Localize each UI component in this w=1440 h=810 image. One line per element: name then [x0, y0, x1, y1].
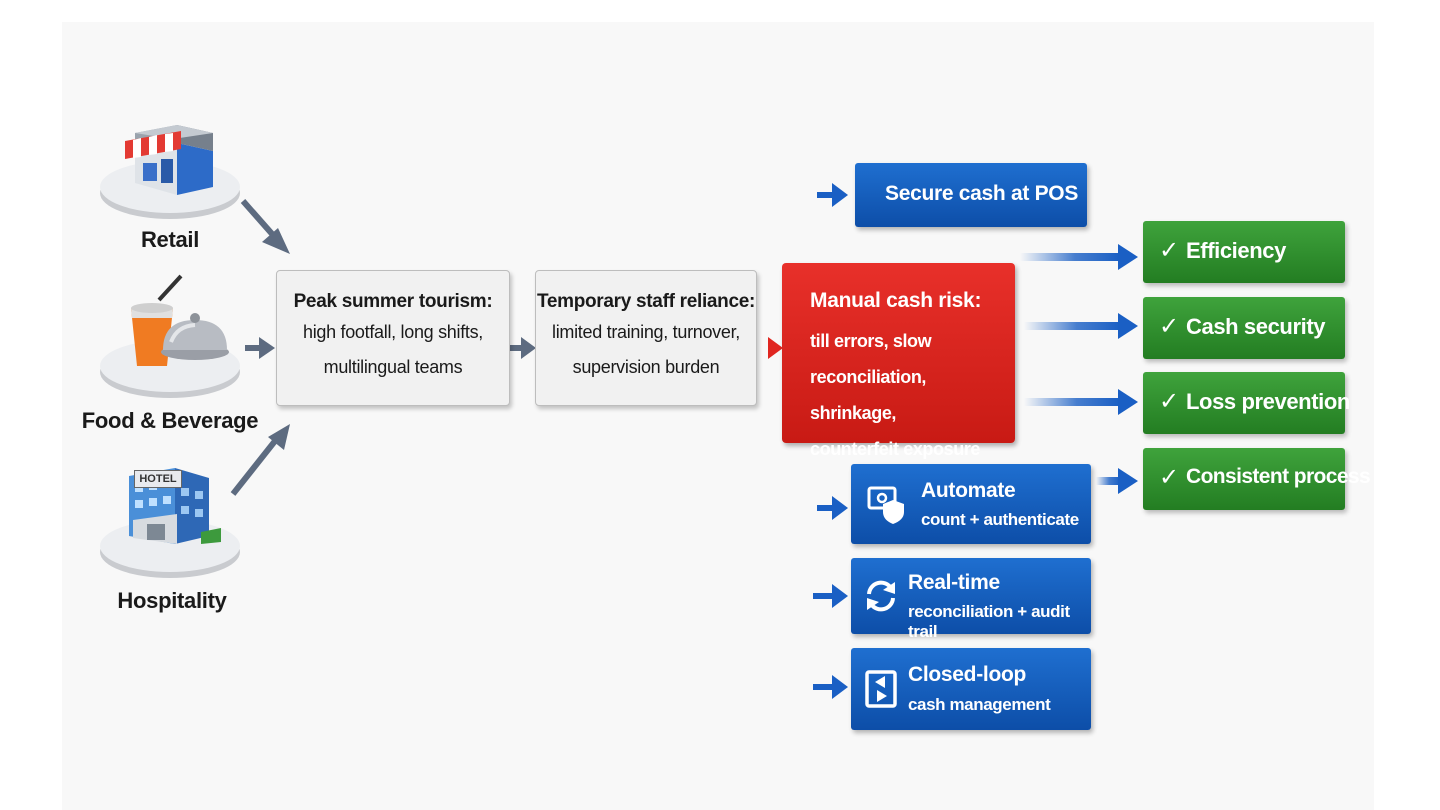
outcome-efficiency: ✓ Efficiency	[1143, 221, 1345, 283]
driver-line: high footfall, long shifts,	[302, 322, 483, 342]
driver-line: limited training, turnover,	[552, 322, 740, 342]
driver-title: Temporary staff reliance:	[536, 291, 756, 312]
risk-box: Manual cash risk: till errors, slow reco…	[782, 263, 1015, 459]
sector-label-hospitality: Hospitality	[117, 588, 227, 613]
sector-label-retail: Retail	[140, 227, 200, 252]
solution-subtitle: count + authenticate	[921, 510, 1079, 529]
outcome-label: Loss prevention	[1186, 389, 1350, 414]
solution-box-closed-loop: Closed-loop cash management	[851, 648, 1091, 730]
risk-detail: till errors, slow reconciliation, shrink…	[810, 331, 981, 459]
solution-subtitle: cash management	[908, 695, 1051, 714]
risk-title: Manual cash risk:	[810, 289, 982, 312]
hotel-icon	[100, 468, 240, 578]
solution-title: Automate	[921, 479, 1016, 502]
driver-box-staff: Temporary staff reliance: limited traini…	[535, 270, 757, 406]
driver-line: supervision burden	[572, 357, 720, 377]
hotel-sign: HOTEL	[134, 470, 182, 488]
store-icon	[100, 125, 240, 219]
sync-icon	[867, 580, 895, 612]
solution-box-secure: Secure cash at POS	[855, 163, 1087, 227]
outcome-label: Cash security	[1186, 314, 1326, 339]
outcome-consistent-process: ✓ Consistent process	[1143, 448, 1371, 510]
loop-icon	[865, 670, 897, 708]
food-beverage-icon	[100, 274, 240, 398]
solution-box-automate: Automate count + authenticate	[851, 464, 1091, 544]
outcome-cash-security: ✓ Cash security	[1143, 297, 1345, 359]
outcome-label: Efficiency	[1186, 238, 1286, 263]
solution-box-realtime: Real-time reconciliation + audit trail	[851, 558, 1091, 641]
shield-icon	[867, 486, 904, 524]
driver-line: multilingual teams	[323, 357, 463, 377]
solution-title: Secure cash at POS	[885, 182, 1079, 205]
check-icon: ✓	[1159, 463, 1180, 491]
sector-label-food-beverage: Food & Beverage	[81, 408, 259, 433]
check-icon: ✓	[1159, 236, 1180, 264]
check-icon: ✓	[1159, 312, 1180, 340]
driver-box-tourism: Peak summer tourism: high footfall, long…	[276, 270, 510, 406]
driver-title: Peak summer tourism:	[293, 291, 493, 312]
check-icon: ✓	[1159, 387, 1180, 415]
outcome-loss-prevention: ✓ Loss prevention	[1143, 372, 1350, 434]
solution-title: Real-time	[908, 571, 1000, 594]
outcome-label: Consistent process	[1186, 465, 1371, 488]
solution-subtitle: reconciliation + audit trail	[908, 602, 1070, 641]
solution-title: Closed-loop	[908, 663, 1027, 686]
